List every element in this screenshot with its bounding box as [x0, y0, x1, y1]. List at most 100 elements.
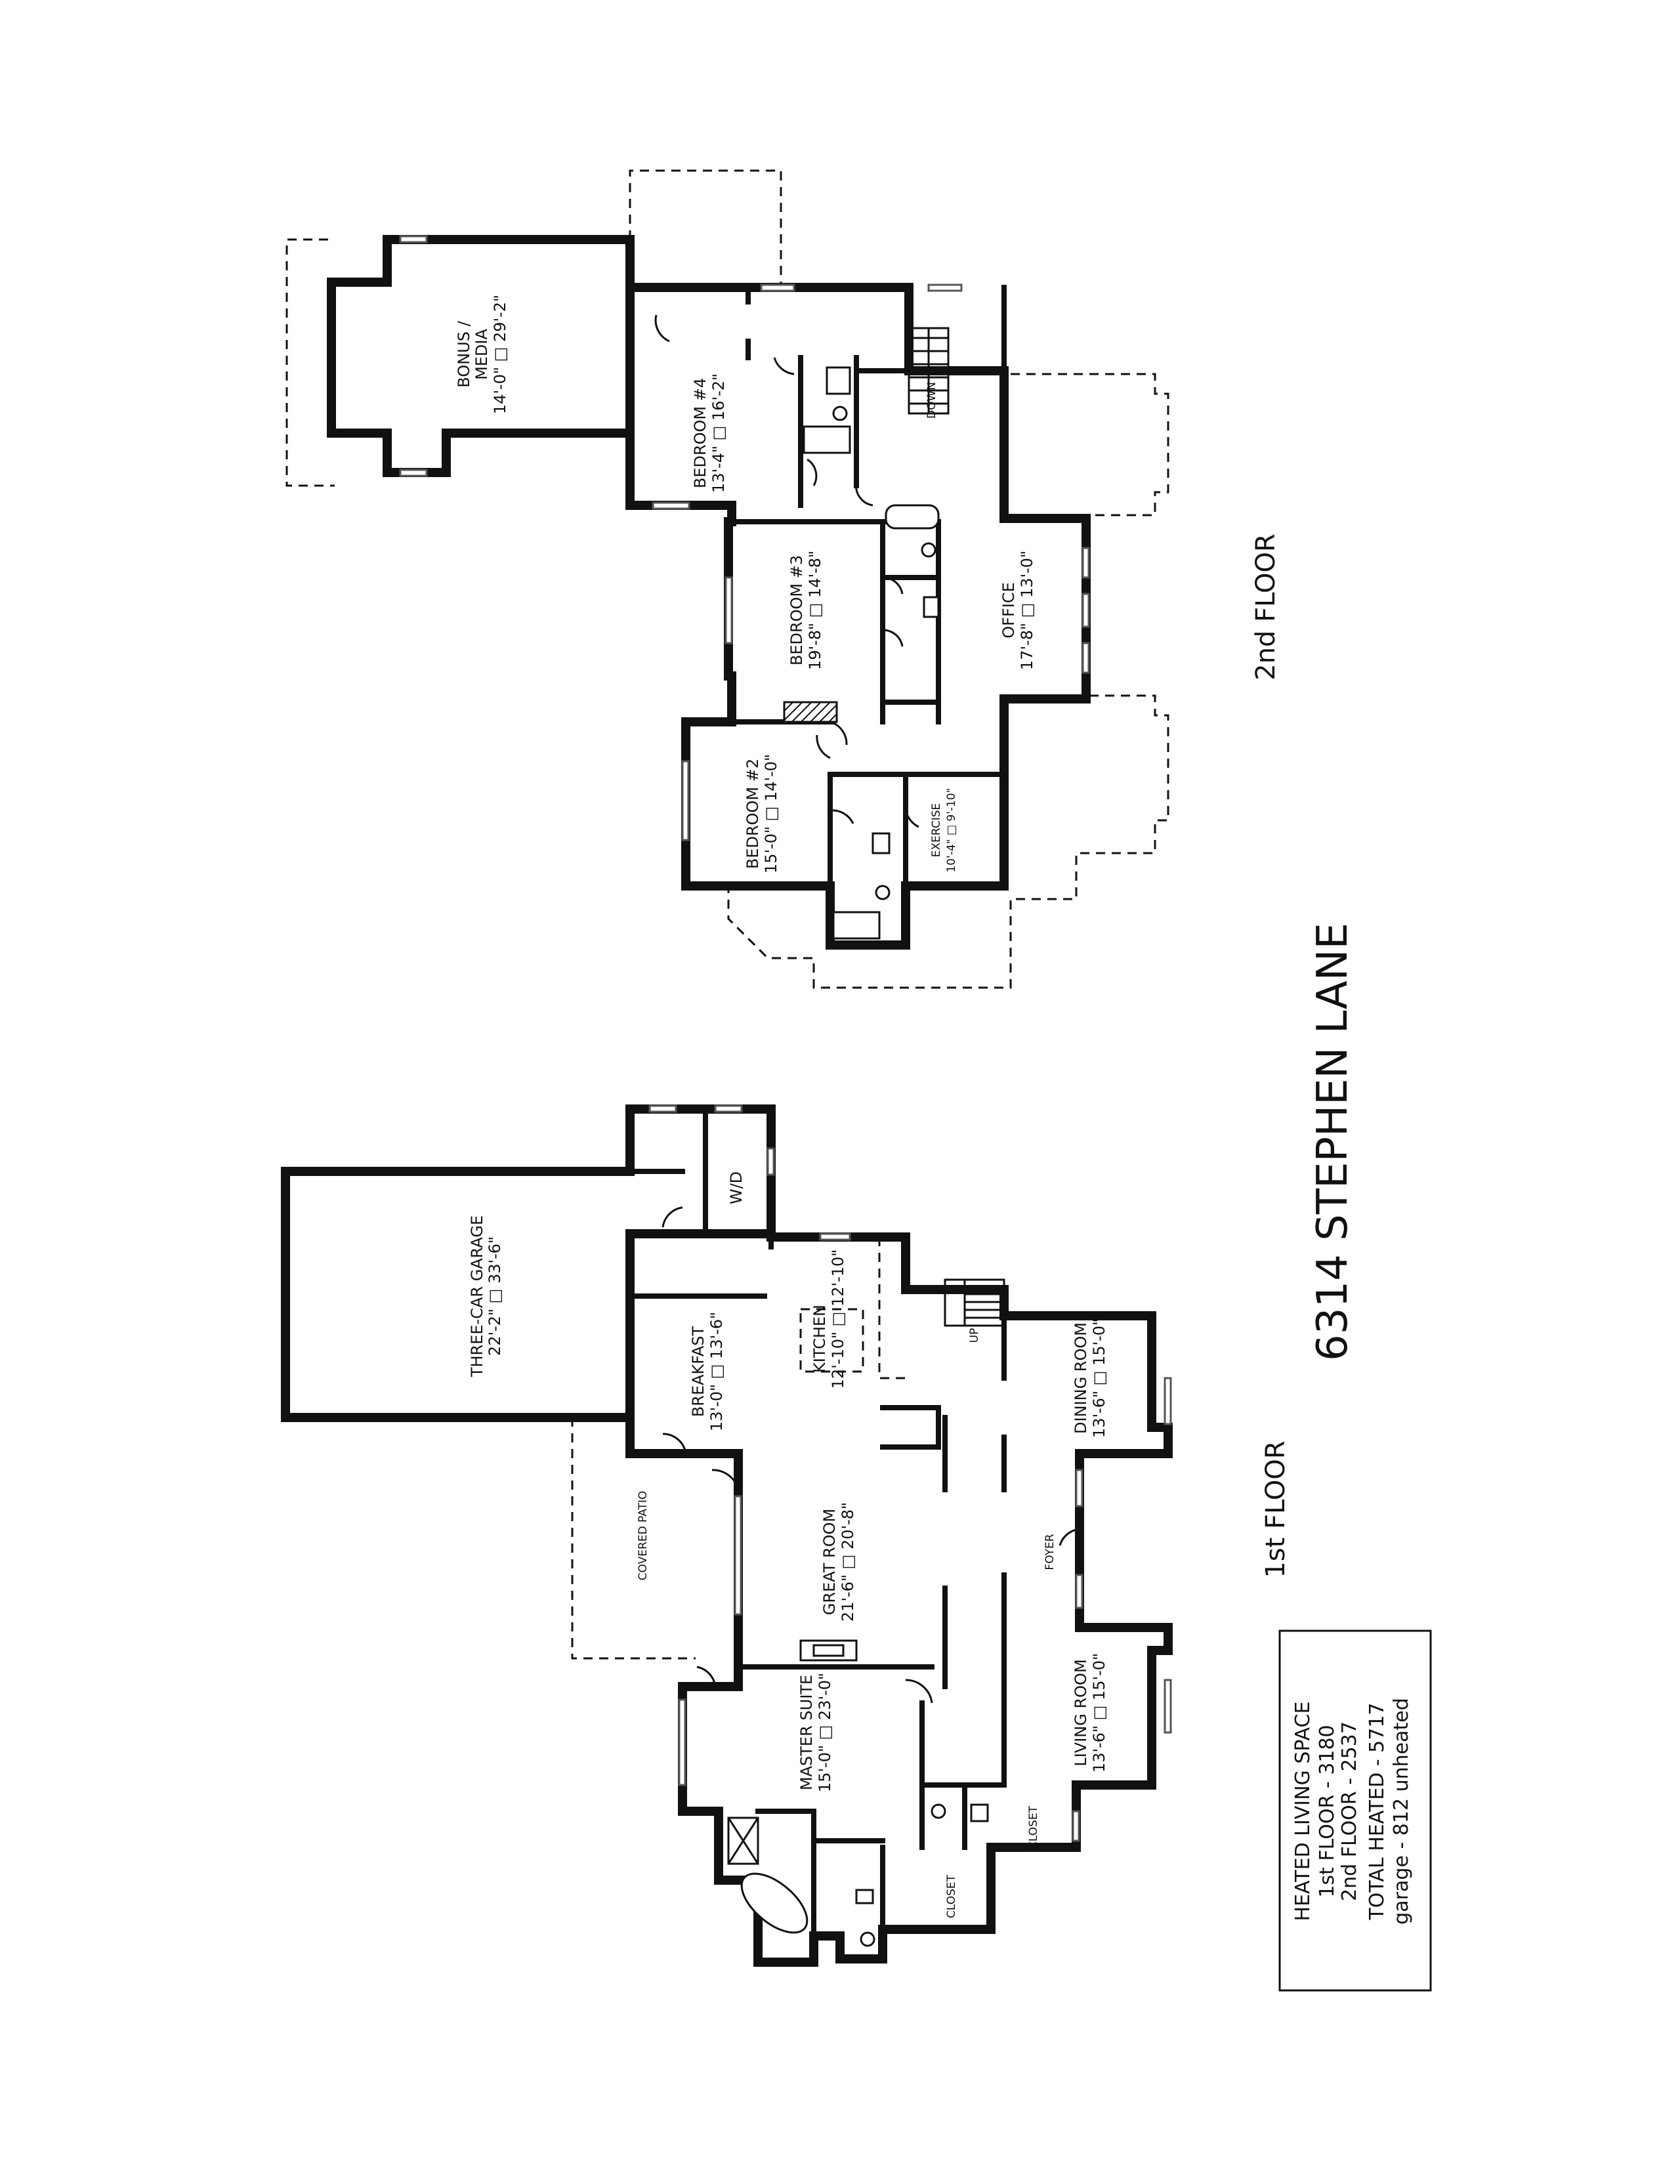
second-floor-title: 2nd FLOOR [1251, 534, 1281, 681]
window [399, 235, 428, 243]
breakfast-dims: 13'-0" □ 13'-6" [707, 1312, 726, 1431]
window [734, 1495, 742, 1616]
bedroom-2-dims: 15'-0" □ 14'-0" [762, 754, 780, 873]
door-swing [882, 629, 904, 647]
kitchen-label: KITCHEN [810, 1305, 829, 1373]
master-suite-dims: 15'-0" □ 23'-0" [816, 1673, 834, 1792]
office-label: OFFICE [999, 582, 1018, 639]
door-swing [711, 1469, 740, 1490]
door-swing [816, 734, 831, 759]
living-room-label: LIVING ROOM [1072, 1659, 1090, 1766]
covered-patio-outline [571, 1418, 696, 1660]
toilet-icon [832, 406, 848, 421]
bedroom-4-dims: 13'-4" □ 16'-2" [709, 373, 728, 493]
toilet-icon [875, 885, 891, 900]
breakfast-label: BREAKFAST [689, 1326, 707, 1417]
bathtub [832, 911, 881, 940]
stairs-down [908, 327, 950, 415]
window [1075, 1574, 1083, 1609]
summary-first-floor: 1st FLOOR - 3180 [1316, 1725, 1339, 1897]
bathtub [803, 425, 851, 454]
door-swing [654, 314, 670, 343]
window [681, 760, 690, 841]
window [678, 1698, 686, 1786]
toilet-icon [931, 1803, 946, 1819]
door-swing [807, 458, 818, 486]
garage-walls [281, 1167, 635, 1422]
garage-label: THREE-CAR GARAGE [468, 1215, 486, 1377]
door-swing [882, 576, 904, 595]
window [927, 284, 963, 292]
door-swing [905, 1679, 933, 1704]
stairs-down-label: DOWN [925, 382, 938, 419]
door-swing [662, 1433, 687, 1454]
window [1082, 547, 1090, 579]
window [724, 576, 733, 644]
living-room-dims: 13'-6" □ 15'-0" [1090, 1653, 1108, 1773]
exercise-label: EXERCISE [930, 803, 943, 858]
bedroom-2-label: BEDROOM #2 [744, 759, 762, 869]
great-room-label: GREAT ROOM [820, 1509, 839, 1615]
door-swing [662, 1206, 683, 1228]
garage-dims: 22'-2" □ 33'-6" [486, 1236, 504, 1356]
window [766, 1147, 775, 1176]
first-floor-plan [281, 1104, 1173, 1967]
second-floor-outline [625, 283, 1091, 950]
fireplace [783, 701, 838, 723]
window [648, 1104, 677, 1113]
door-swing [855, 482, 873, 507]
sink-icon [826, 366, 851, 395]
window [1164, 1679, 1172, 1734]
summary-total: TOTAL HEATED - 5717 [1366, 1702, 1389, 1920]
window [714, 1104, 743, 1113]
roof-outline [1011, 373, 1169, 516]
sink-icon [872, 832, 891, 854]
door-swing [773, 357, 795, 375]
window [652, 501, 690, 510]
closet-label: CLOSET [1027, 1805, 1040, 1849]
roof-outline [727, 694, 1169, 989]
toilet-icon [921, 542, 936, 558]
stairs-up [944, 1278, 1005, 1327]
bathtub [740, 1872, 808, 1934]
window [819, 1232, 851, 1241]
kitchen-dims: 12'-10" □ 12'-10" [829, 1250, 847, 1389]
heated-space-summary: HEATED LIVING SPACE 1st FLOOR - 3180 2nd… [1278, 1629, 1432, 1992]
window [1075, 1469, 1083, 1507]
foyer-label: FOYER [1043, 1534, 1057, 1570]
roof-outline [285, 238, 335, 487]
first-floor-outline [625, 1229, 1173, 1967]
window [760, 284, 795, 292]
summary-heading: HEATED LIVING SPACE [1292, 1702, 1314, 1922]
first-floor-title: 1st FLOOR [1261, 1440, 1291, 1578]
door-swing [830, 809, 854, 824]
dining-room-label: DINING ROOM [1072, 1322, 1090, 1434]
dining-room-dims: 13'-6" □ 15'-0" [1090, 1318, 1108, 1438]
summary-second-floor: 2nd FLOOR - 2537 [1338, 1721, 1361, 1901]
door-swing [830, 721, 848, 746]
window [1164, 1377, 1172, 1425]
summary-box [1278, 1629, 1432, 1992]
bonus-media-label: BONUS / [455, 320, 473, 387]
sink-icon [970, 1803, 989, 1822]
sink-icon [923, 596, 940, 618]
roof-outline [629, 169, 782, 287]
toilet-icon [860, 1931, 875, 1947]
bonus-media-dims: 14'-0" □ 29'-2" [491, 295, 509, 414]
covered-patio-label: COVERED PATIO [637, 1491, 650, 1581]
property-address: 6314 STEPHEN LANE [1309, 923, 1357, 1361]
door-swing [696, 1666, 717, 1687]
fireplace-hearth [812, 1644, 845, 1657]
bonus-media-label-2: MEDIA [472, 329, 491, 380]
bedroom-3-dims: 19'-8" □ 14'-8" [806, 551, 824, 670]
exercise-dims: 10'-4" □ 9'-10" [945, 788, 958, 872]
great-room-dims: 21'-6" □ 20'-8" [839, 1502, 857, 1622]
bonus-media-walls [327, 235, 635, 477]
front-door-swing [1059, 1528, 1080, 1546]
door-swing [904, 803, 919, 828]
stairs-up-label: UP [968, 1328, 981, 1343]
window [1082, 593, 1090, 628]
window [399, 469, 428, 477]
window [1082, 642, 1090, 674]
